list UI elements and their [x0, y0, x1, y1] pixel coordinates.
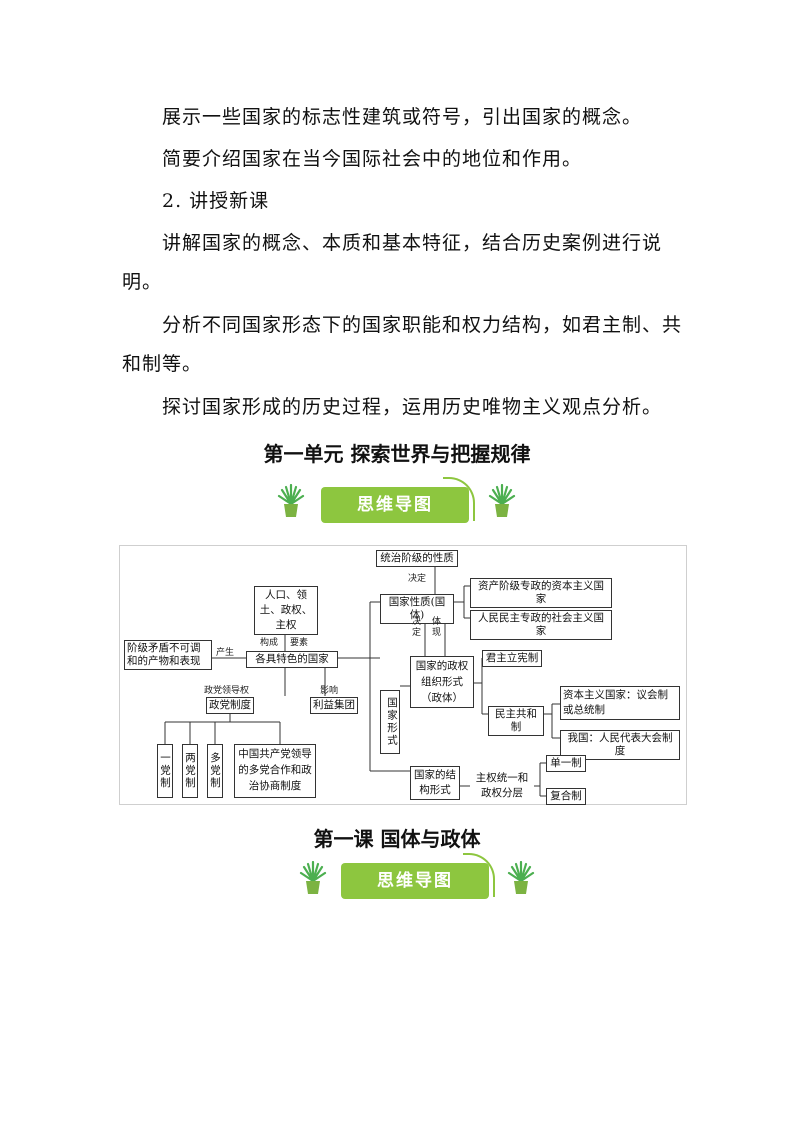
box-party-system: 政党制度 [206, 697, 254, 714]
paragraph-intro-role: 简要介绍国家在当今国际社会中的地位和作用。 [162, 148, 583, 170]
box-state-nature: 国家性质(国体) [380, 594, 454, 624]
banner-curve [443, 477, 475, 521]
box-state-form: 国家形式 [380, 690, 400, 754]
label-elements: 要素 [290, 638, 309, 648]
mindmap-connectors [164, 566, 560, 797]
box-class-contradiction: 阶级矛盾不可调和的产物和表现 [124, 640, 212, 670]
mindmap-diagram: 统治阶级的性质 决定 国家性质(国体) 资产阶级专政的资本主义国家 人民民主专政… [119, 545, 687, 805]
box-state-elements: 人口、领土、政权、主权 [254, 586, 318, 635]
banner-curve [463, 853, 495, 897]
box-compound: 复合制 [546, 788, 586, 805]
box-interest-groups: 利益集团 [310, 697, 358, 714]
paragraph-forms: 分析不同国家形态下的国家职能和权力结构，如君主制、共和制等。 [122, 314, 683, 375]
label-decide-1: 决定 [408, 574, 427, 584]
box-class-nature: 统治阶级的性质 [376, 550, 458, 567]
banner-label: 思维导图 [341, 863, 489, 899]
box-people-democratic-state: 人民民主专政的社会主义国家 [470, 610, 612, 640]
mindmap-banner: 思维导图 [321, 477, 475, 529]
banner-label: 思维导图 [321, 487, 469, 523]
box-sovereignty: 主权统一和政权分层 [470, 770, 534, 802]
box-government-organization: 国家的政权组织形式（政体） [410, 656, 474, 708]
paragraph-intro-symbols: 展示一些国家的标志性建筑或符号，引出国家的概念。 [162, 106, 643, 128]
box-capitalist-system: 资本主义国家：议会制或总统制 [560, 686, 680, 720]
label-party-leadership: 政党领导权 [204, 686, 250, 696]
lesson-title: 第一课 国体与政体 [313, 827, 481, 851]
label-produce: 产生 [216, 648, 235, 658]
box-democratic-republic: 民主共和制 [488, 706, 544, 736]
box-cpc-system: 中国共产党领导的多党合作和政治协商制度 [234, 744, 316, 798]
paragraph-history: 探讨国家形成的历史过程，运用历史唯物主义观点分析。 [162, 396, 663, 418]
plant-icon [487, 483, 517, 518]
label-decide-2: 决定 [410, 616, 420, 638]
box-various-states: 各具特色的国家 [246, 651, 338, 668]
plant-icon [298, 860, 328, 895]
box-constitutional-monarchy: 君主立宪制 [482, 650, 542, 667]
box-multi-party: 多党制 [207, 744, 223, 798]
label-influence: 影响 [320, 686, 339, 696]
plant-icon [506, 860, 536, 895]
box-two-party: 两党制 [182, 744, 198, 798]
box-state-structure: 国家的结构形式 [410, 766, 460, 800]
mindmap-banner-2: 思维导图 [341, 853, 495, 905]
box-one-party: 一党制 [157, 744, 173, 798]
label-reflect: 体现 [430, 616, 440, 638]
plant-icon [276, 483, 306, 518]
section-heading-new-lesson: 2. 讲授新课 [162, 190, 270, 212]
box-bourgeois-state: 资产阶级专政的资本主义国家 [470, 578, 612, 608]
paragraph-concept: 讲解国家的概念、本质和基本特征，结合历史案例进行说明。 [122, 232, 663, 293]
label-compose: 构成 [260, 638, 279, 648]
unit-title: 第一单元 探索世界与把握规律 [263, 442, 531, 466]
box-unitary: 单一制 [546, 755, 586, 772]
